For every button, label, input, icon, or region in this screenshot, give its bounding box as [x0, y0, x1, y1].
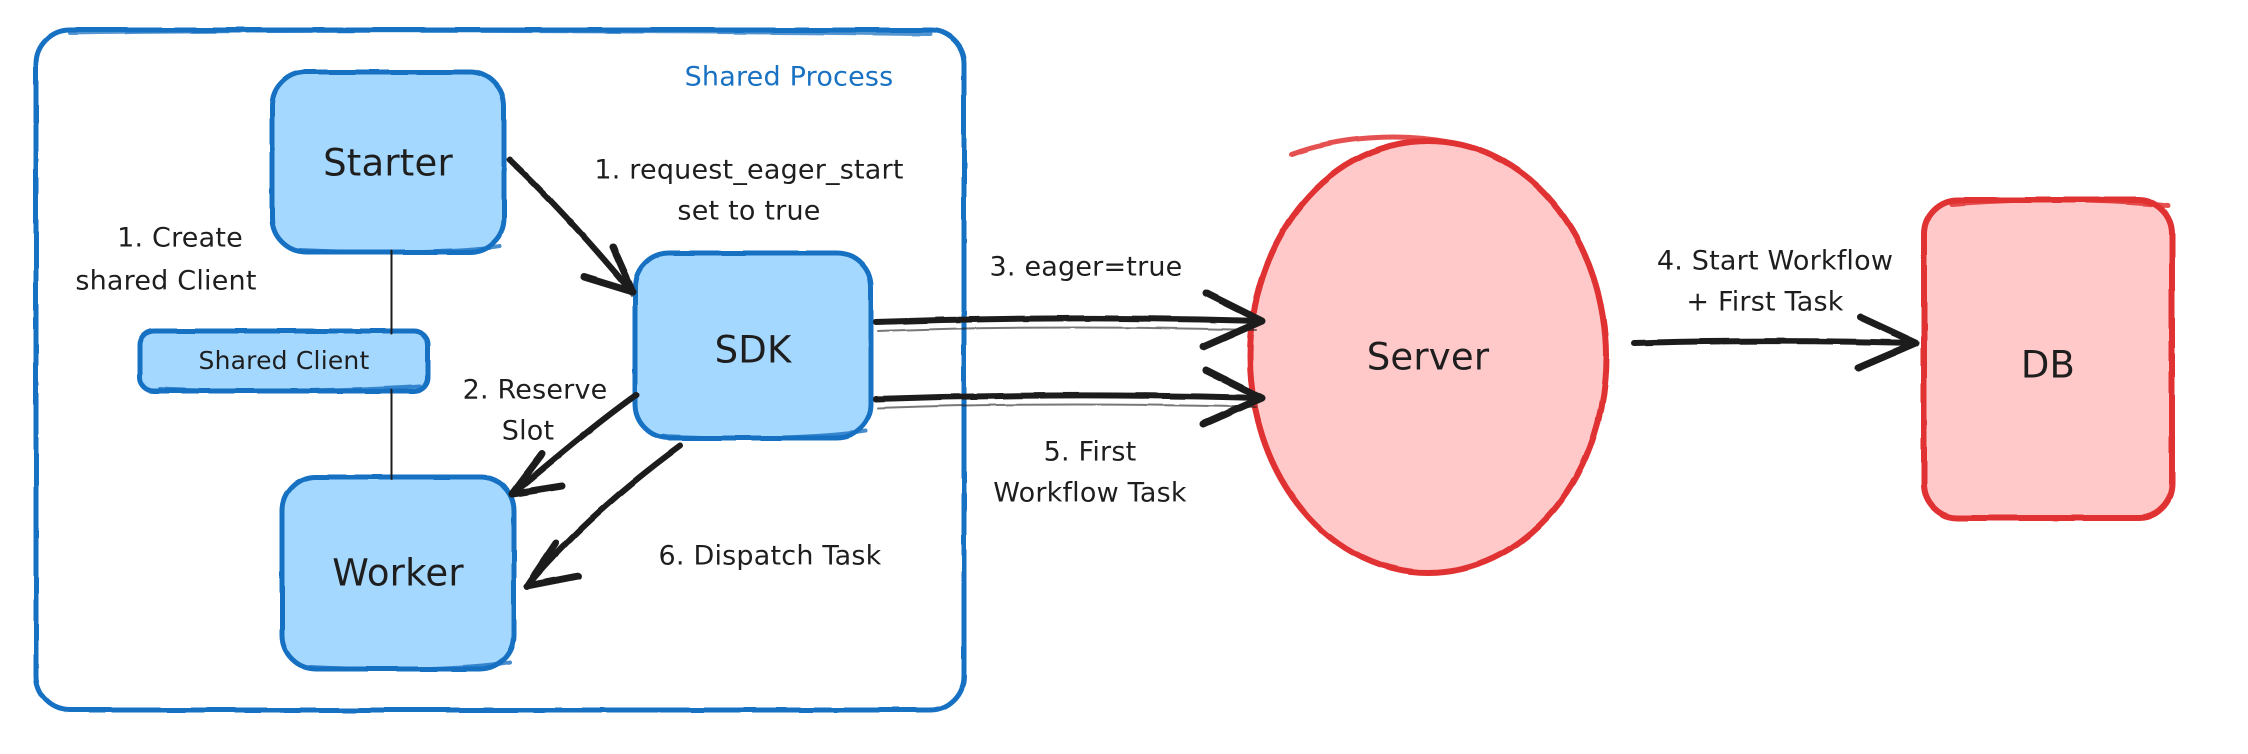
node-worker[interactable]: [279, 474, 517, 672]
edge-arrow-1-request-eager-start: [507, 157, 637, 297]
node-shared-client[interactable]: [137, 328, 431, 394]
edge-shared-client-worker: [388, 388, 395, 481]
edge-arrow-2-reserve-slot: [508, 392, 639, 498]
edge-arrow-6-dispatch-task: [523, 443, 683, 590]
edge-arrow-3-eager-true: [873, 289, 1266, 351]
node-starter[interactable]: [269, 69, 507, 255]
node-db[interactable]: [1921, 197, 2175, 521]
shared-process-container: [33, 27, 967, 713]
node-server[interactable]: [1247, 134, 1609, 576]
node-sdk[interactable]: [632, 250, 874, 441]
edge-arrow-5-first-workflow-task: [873, 366, 1266, 428]
edge-arrow-4-start-workflow: [1631, 313, 1920, 372]
edge-starter-shared-client: [388, 249, 395, 335]
